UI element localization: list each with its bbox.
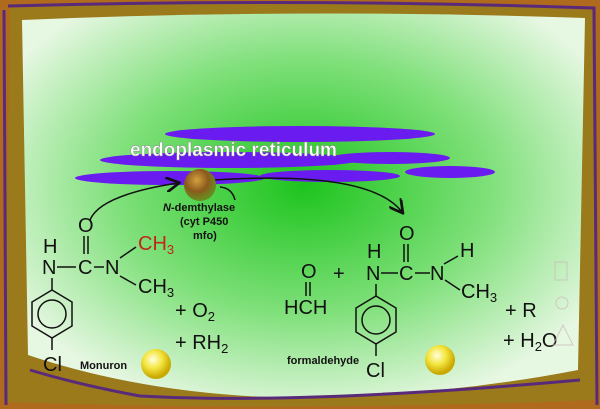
svg-text:HCH: HCH	[284, 297, 327, 319]
enzyme-label: N-demthylase	[163, 202, 235, 214]
byproduct-h2o: + H2O	[503, 330, 557, 354]
formaldehyde-label: formaldehyde	[287, 355, 359, 367]
watermark-logo	[552, 261, 574, 346]
svg-text:H: H	[43, 236, 57, 258]
enzyme-label: (cyt P450	[180, 216, 228, 228]
svg-text:C: C	[399, 263, 413, 285]
svg-text:O: O	[301, 261, 317, 283]
cell-region	[22, 13, 585, 398]
reaction-arrow-out	[214, 177, 402, 212]
reactant-o2: + O2	[175, 300, 215, 324]
reactant-rh2: + RH2	[175, 332, 228, 356]
enzyme-label: mfo)	[193, 230, 217, 242]
reaction-arrow-in	[89, 183, 178, 221]
svg-text:Cl: Cl	[43, 354, 62, 376]
yellow-sphere	[141, 349, 171, 379]
svg-text:N: N	[366, 263, 380, 285]
monuron-structure: O H N C N CH3 CH3 Cl	[31, 215, 174, 376]
svg-text:N: N	[42, 257, 56, 279]
svg-text:N: N	[105, 257, 119, 279]
svg-text:CH3: CH3	[461, 281, 497, 305]
formaldehyde-structure: O HCH +	[284, 261, 345, 319]
product-structure: O H N C N H CH3 Cl	[355, 223, 497, 382]
svg-text:C: C	[78, 257, 92, 279]
monuron-label: Monuron	[80, 360, 127, 372]
svg-text:CH3: CH3	[138, 233, 174, 257]
svg-text:CH3: CH3	[138, 276, 174, 300]
yellow-sphere	[425, 345, 455, 375]
byproduct-r: + R	[505, 300, 537, 322]
frame-border-line	[29, 368, 581, 400]
svg-text:O: O	[399, 223, 415, 245]
title-endoplasmic-reticulum: endoplasmic reticulum	[130, 140, 337, 161]
enzyme-pointer-arrow	[219, 186, 236, 201]
svg-text:H: H	[367, 241, 381, 263]
enzyme-sphere	[184, 169, 216, 201]
svg-text:N: N	[430, 263, 444, 285]
svg-text:+: +	[333, 263, 345, 285]
svg-text:O: O	[78, 215, 94, 237]
svg-text:Cl: Cl	[366, 360, 385, 382]
svg-text:H: H	[460, 240, 474, 262]
